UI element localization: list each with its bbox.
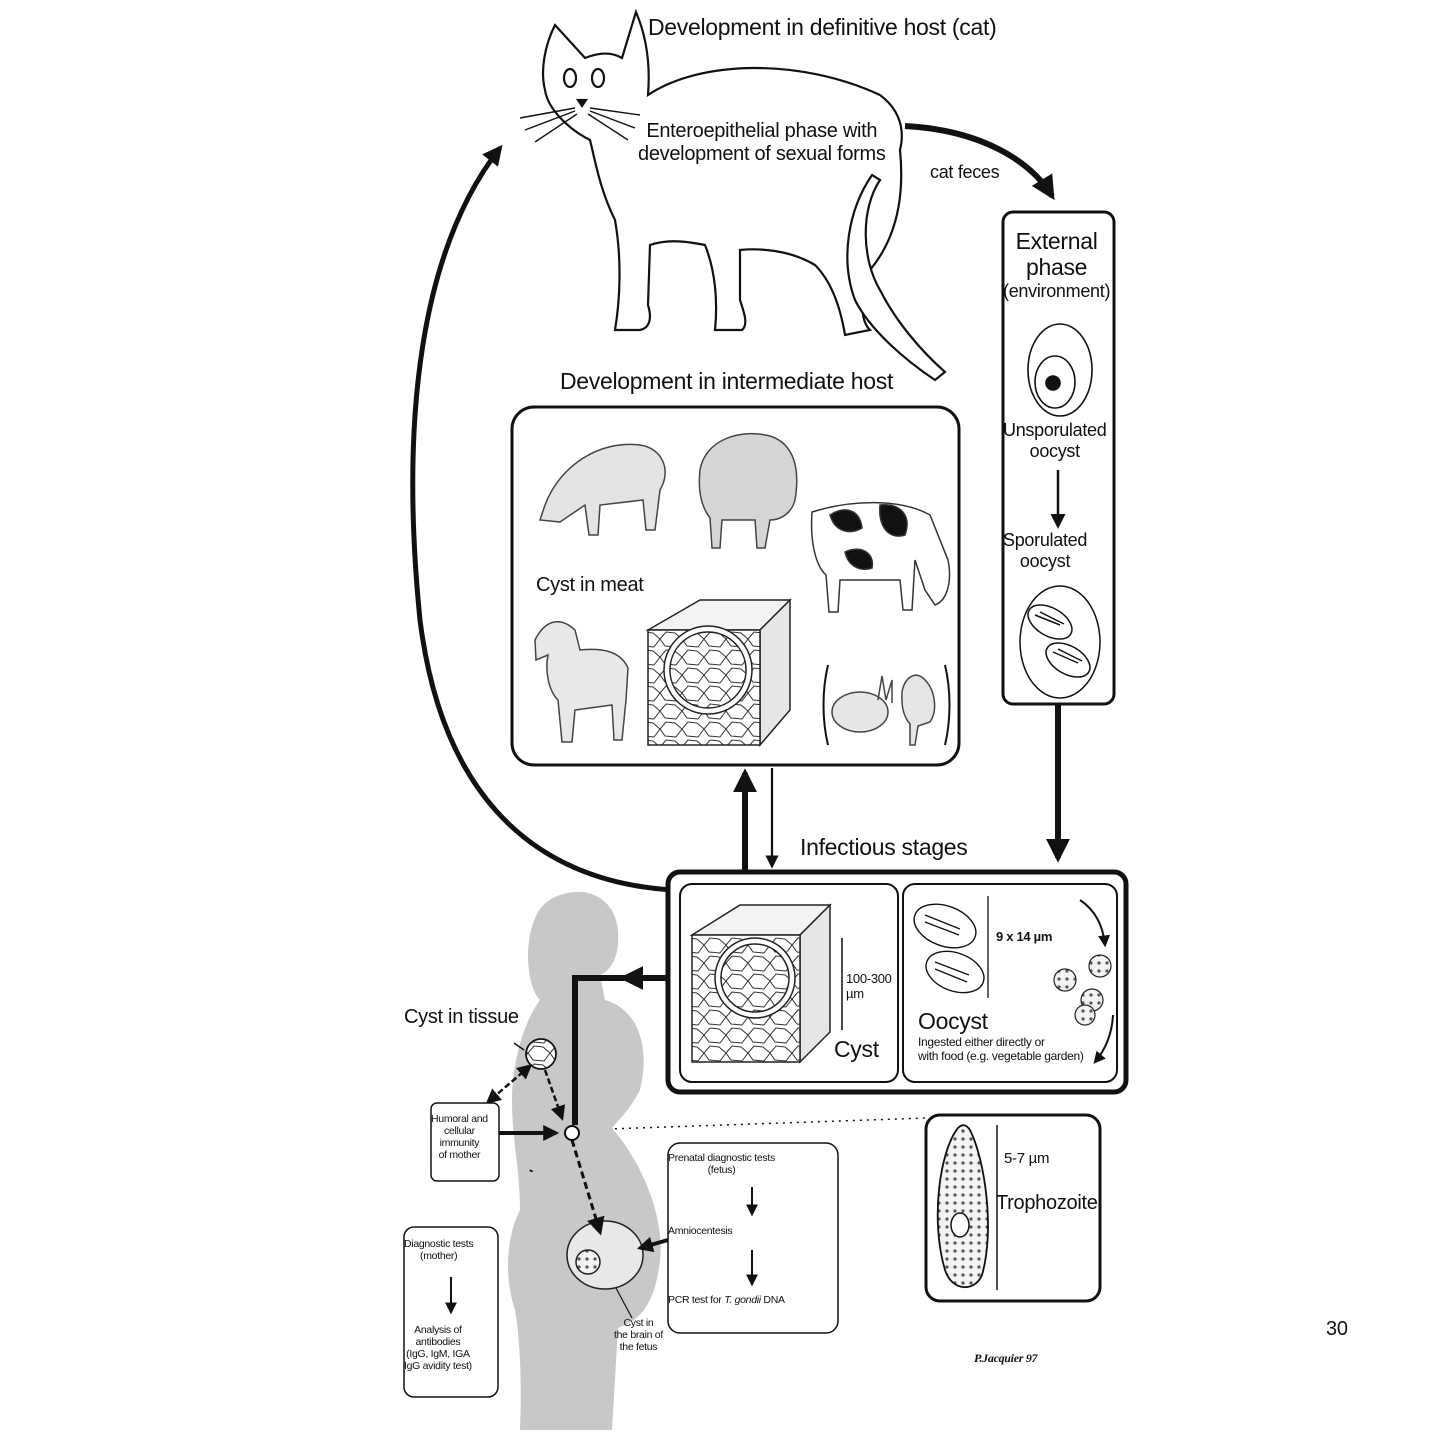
oocyst-cycle-arrow-top <box>1079 899 1111 948</box>
unsporulated-oocyst-label: Unsporulated oocyst <box>1003 420 1107 461</box>
immunity-line-1: Humoral and <box>431 1113 488 1125</box>
immunity-box <box>430 1102 500 1182</box>
cyst-in-tissue-label: Cyst in tissue <box>404 1006 519 1028</box>
meat-cyst-illustration <box>645 598 792 748</box>
rabbit-and-chicken-icon <box>822 664 951 746</box>
prenatal-title-2: (fetus) <box>707 1164 736 1177</box>
external-title-2: phase <box>1025 254 1088 281</box>
cyst-label: Cyst <box>834 1036 879 1062</box>
arrow-cat-to-external <box>904 123 1055 201</box>
antibody-line-4: IgG avidity test) <box>404 1360 472 1373</box>
pig-icon <box>538 443 666 536</box>
sporulated-line-1: Sporulated <box>1003 530 1088 550</box>
trophozoite-icon <box>936 1124 989 1289</box>
antibody-analysis-label: Analysis of antibodies (IgG, IgM, IGA Ig… <box>404 1324 472 1372</box>
horse-icon <box>534 620 629 743</box>
oocyst-note-line-2: with food (e.g. vegetable garden) <box>918 1048 1084 1063</box>
oocyst-note-line-1: Ingested either directly or <box>918 1036 1045 1049</box>
diagnostic-mother-title: Diagnostic tests (mother) <box>404 1238 474 1263</box>
intermediate-host-title: Development in intermediate host <box>560 368 894 394</box>
cyst-in-meat-label: Cyst in meat <box>536 574 644 596</box>
cyst-size-label: 100-300 µm <box>846 972 892 1002</box>
oocyst-label: Oocyst <box>918 1008 988 1034</box>
brain-cyst-line-2: the brain of <box>614 1329 663 1342</box>
immunity-label: Humoral and cellular immunity of mother <box>431 1113 488 1161</box>
unsporulated-line-1: Unsporulated <box>1003 420 1107 440</box>
immunity-line-4: of mother <box>438 1149 481 1162</box>
dotted-link-to-trophozoite <box>579 1117 927 1131</box>
tissue-cyst-icon <box>525 1038 557 1070</box>
sporozoite-clusters-icon <box>1053 954 1112 1026</box>
cyst-size-line-2: µm <box>846 985 864 1001</box>
cow-icon <box>810 501 951 613</box>
immunity-line-3: immunity <box>439 1137 480 1150</box>
prenatal-tests-title: Prenatal diagnostic tests (fetus) <box>668 1152 775 1176</box>
tissue-cyst-illustration <box>689 903 832 1064</box>
unsporulated-oocyst-icon <box>1027 323 1093 417</box>
sheep-icon <box>698 432 798 549</box>
pcr-organism: T. gondii <box>724 1294 761 1306</box>
fetus-icon <box>566 1220 644 1290</box>
transmission-rate-label: 1 - 30% <box>528 1148 543 1172</box>
page-number: 30 <box>1326 1318 1348 1340</box>
oocyst-ingestion-note: Ingested either directly or with food (e… <box>918 1036 1084 1064</box>
immunity-line-2: cellular <box>443 1125 475 1138</box>
prenatal-title-1: Prenatal diagnostic tests <box>668 1152 775 1164</box>
arrow-cyst-to-immunity <box>485 1064 533 1104</box>
arrow-prenatal-to-fetus <box>636 1236 669 1253</box>
trophozoite-size-label: 5-7 µm <box>1004 1150 1050 1167</box>
diag-mother-title-2: (mother) <box>420 1250 458 1263</box>
infectious-stages-title: Infectious stages <box>800 834 968 860</box>
external-phase-title: External phase (environment) <box>1003 228 1110 302</box>
antibody-line-1: Analysis of <box>414 1324 462 1336</box>
oocyst-size-label: 9 x 14 µm <box>996 930 1053 944</box>
external-title-1: External <box>1015 228 1098 254</box>
amniocentesis-label: Amniocentesis <box>668 1225 733 1237</box>
external-title-3: (environment) <box>1003 280 1111 301</box>
enteroepithelial-phase-label: Enteroepithelial phase with development … <box>638 120 886 166</box>
cyst-size-line-1: 100-300 <box>846 972 892 986</box>
enteroepithelial-line-2: development of sexual forms <box>638 143 886 165</box>
artist-credit: P.Jacquier 97 <box>974 1352 1038 1365</box>
cat-illustration <box>519 8 947 382</box>
ingestion-path <box>572 975 668 1125</box>
arrow-to-fetus <box>570 1139 605 1236</box>
cat-feces-label: cat feces <box>930 162 1000 182</box>
antibody-line-3: (IgG, IgM, IGA <box>406 1348 470 1361</box>
antibody-line-2: antibodies <box>415 1336 461 1349</box>
oocyst-illustration <box>913 896 989 998</box>
sporulated-line-2: oocyst <box>1019 550 1071 571</box>
trophozoite-label: Trophozoite <box>996 1192 1098 1214</box>
brain-cyst-label: Cyst in the brain of the fetus <box>614 1317 663 1353</box>
prenatal-tests-box <box>667 1142 839 1334</box>
unsporulated-line-2: oocyst <box>1029 440 1081 461</box>
pregnant-woman-silhouette <box>508 891 661 1430</box>
brain-cyst-line-1: Cyst in <box>623 1317 654 1329</box>
arrow-infectious-to-cat <box>410 144 673 893</box>
sporulated-oocyst-icon <box>1019 585 1101 699</box>
enteroepithelial-line-1: Enteroepithelial phase with <box>646 120 878 142</box>
cat-title: Development in definitive host (cat) <box>648 14 997 40</box>
pcr-test-label: PCR test for T. gondii DNA <box>668 1294 785 1306</box>
brain-cyst-line-3: the fetus <box>619 1341 658 1354</box>
oocyst-cycle-arrow-bottom <box>1093 1014 1114 1064</box>
sporulated-oocyst-label: Sporulated oocyst <box>1003 530 1087 571</box>
diag-mother-title-1: Diagnostic tests <box>404 1238 474 1250</box>
pcr-suffix: DNA <box>760 1294 785 1306</box>
pcr-prefix: PCR test for <box>668 1294 725 1306</box>
